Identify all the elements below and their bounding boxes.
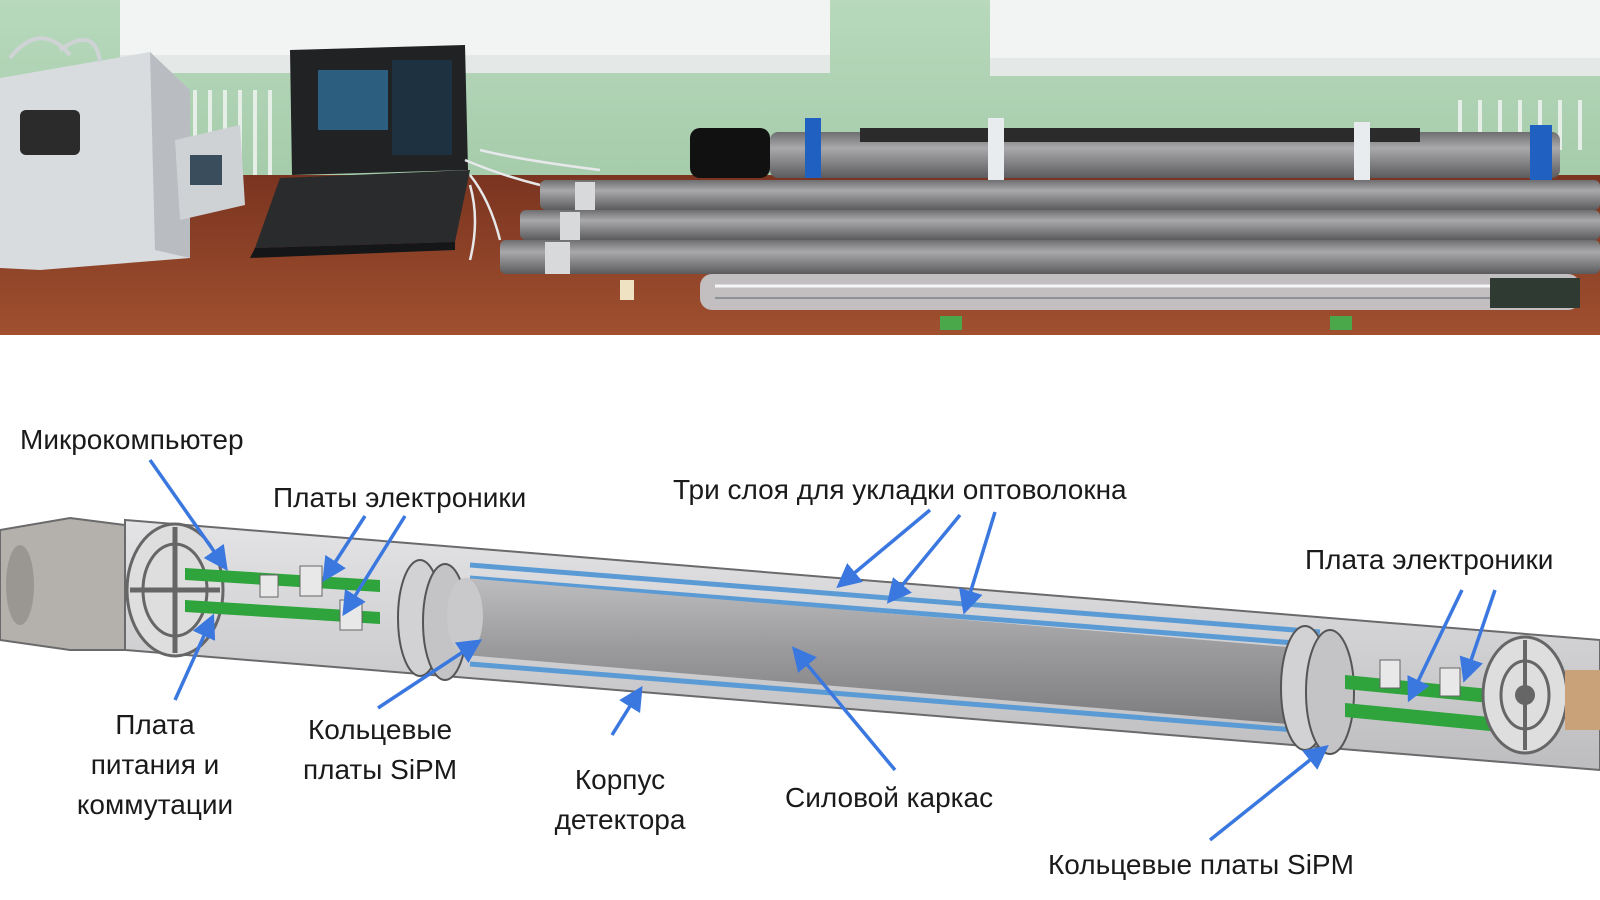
label-housing-line1: Корпус [574,764,666,795]
label-fiber-layers: Три слоя для укладки оптоволокна [673,474,1127,505]
label-ring-boards-left-line2: платы SiPM [302,754,458,785]
arrow-electronics-2 [342,515,407,617]
arrow-electronics-right-1 [1407,589,1464,703]
tube-back [690,118,1560,185]
tubes-front [500,180,1600,274]
connector [0,516,126,651]
window-right [990,0,1600,76]
arrow-fiber-2 [886,513,962,604]
label-electronics-board: Плата электроники [1305,544,1554,575]
label-microcomputer: Микрокомпьютер [20,424,244,455]
arrow-power-board [173,613,216,701]
label-power-board-line1: Плата [115,709,195,740]
laptop [250,45,470,258]
right-sipm-rings [1280,625,1355,755]
label-ring-boards-right: Кольцевые платы SiPM [1048,849,1354,880]
label-power-board-line2: питания и [90,749,220,780]
label-housing-line2: детектора [554,804,686,835]
electrical-cabinet [0,36,190,270]
arrow-electronics-right-2 [1459,589,1497,683]
arrow-microcomputer [148,458,228,572]
window-left [120,0,830,73]
label-housing: Корпус детектора [520,760,720,840]
label-electronics-boards: Платы электроники [273,482,527,513]
label-power-board: Плата питания и коммутации [40,705,270,825]
arrow-fiber-1 [836,508,932,589]
power-frame [447,578,1300,725]
arrow-ring-left [377,639,483,710]
label-ring-boards-left-line1: Кольцевые [307,714,453,745]
arrow-ring-right [1208,744,1329,842]
arrow-electronics-1 [322,515,367,583]
end-cap [1565,670,1600,730]
label-power-board-line3: коммутации [76,789,234,820]
arrow-frame [791,646,897,772]
oscilloscope [175,125,245,220]
lab-photo [0,0,1600,335]
cables [464,148,601,261]
detector-diagram [0,458,1600,842]
label-frame: Силовой каркас [785,782,994,813]
right-wheel [1481,635,1569,755]
arrow-housing [610,685,643,736]
open-detector [700,274,1580,310]
callout-arrows [148,458,1497,842]
arrow-fiber-3 [959,511,997,615]
label-ring-boards-left: Кольцевые платы SiPM [280,710,480,790]
